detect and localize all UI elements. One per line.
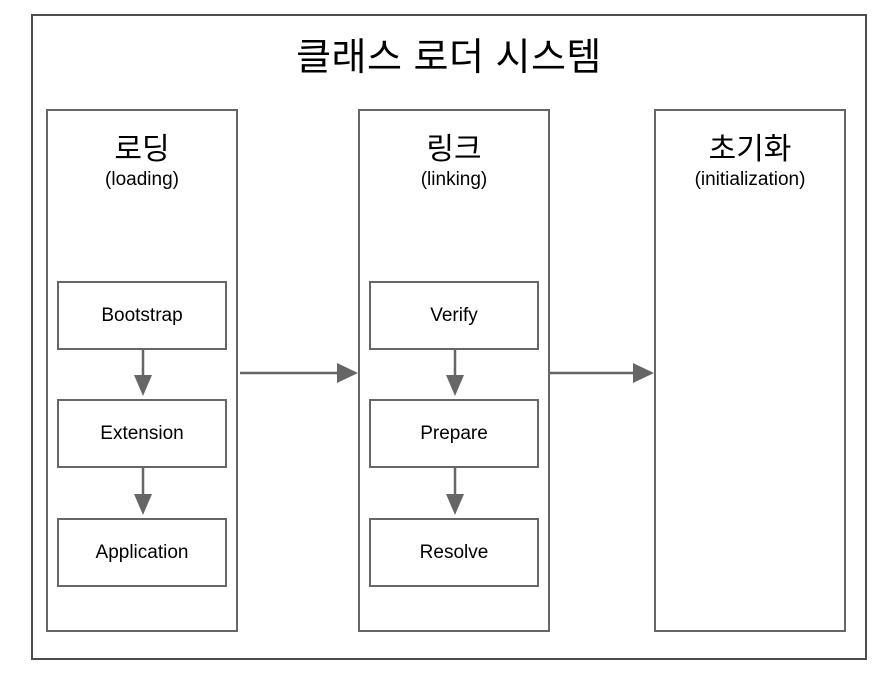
phase-title-korean: 초기화 (708, 133, 792, 166)
step-box-application: Application (57, 518, 227, 587)
diagram-title: 클래스 로더 시스템 (296, 37, 602, 79)
phase-title-english: (initialization) (694, 169, 806, 190)
step-box-prepare: Prepare (369, 399, 539, 468)
step-box-bootstrap: Bootstrap (57, 281, 227, 350)
phase-column-loading: 로딩 (loading) Bootstrap Extension Applica… (46, 109, 238, 632)
step-box-verify: Verify (369, 281, 539, 350)
step-box-extension: Extension (57, 399, 227, 468)
step-box-resolve: Resolve (369, 518, 539, 587)
phase-header-initialization: 초기화 (initialization) (656, 111, 844, 193)
phase-title-korean: 링크 (426, 133, 482, 166)
phase-title-english: (loading) (105, 169, 179, 190)
phase-header-linking: 링크 (linking) (360, 111, 548, 193)
phase-column-linking: 링크 (linking) Verify Prepare Resolve (358, 109, 550, 632)
phase-column-initialization: 초기화 (initialization) (654, 109, 846, 632)
phase-title-english: (linking) (420, 169, 488, 190)
phase-title-korean: 로딩 (114, 133, 170, 166)
phase-header-loading: 로딩 (loading) (48, 111, 236, 193)
